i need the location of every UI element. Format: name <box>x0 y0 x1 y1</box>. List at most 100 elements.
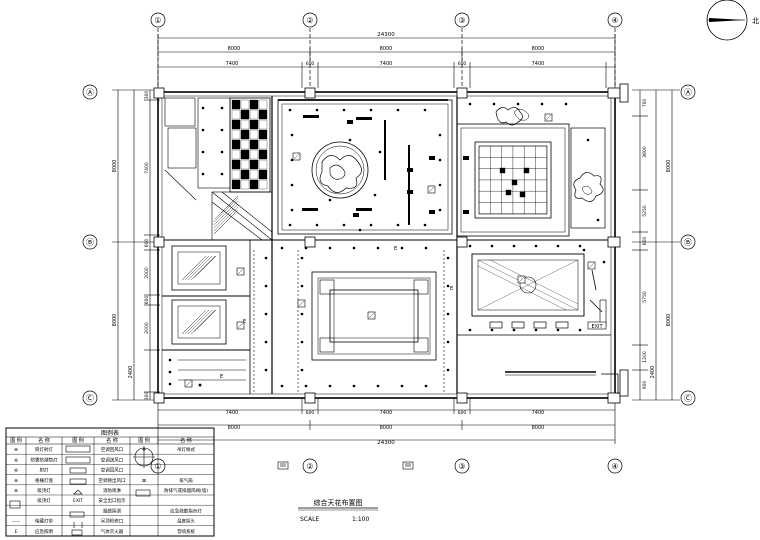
downlight <box>438 158 442 162</box>
downlight <box>328 246 332 250</box>
downlight <box>424 384 428 388</box>
hatch-line <box>181 309 207 335</box>
legend-cell: 空调回风口 <box>101 446 124 453</box>
dim-left-sub-4: 2000 <box>144 267 150 279</box>
downlight <box>328 198 332 202</box>
hatch-line <box>235 195 239 199</box>
axis-bubble-bottom-2 <box>302 458 318 474</box>
dim-bottom-sub-5: 7400 <box>532 410 545 416</box>
spot-light <box>407 190 413 194</box>
left-dimension-chains <box>112 89 160 401</box>
legend-cell: 筒灯射灯 <box>35 446 53 453</box>
legend-cell: 射灯 <box>40 467 49 474</box>
dim-left-sub-6: 2000 <box>144 322 150 334</box>
downlight <box>168 358 172 362</box>
dim-right-sub-7: 900 <box>642 381 648 390</box>
downlight <box>396 108 400 112</box>
hatch-line <box>213 206 239 232</box>
downlight <box>534 244 538 248</box>
downlight <box>201 128 205 132</box>
ceiling-tile <box>240 139 250 150</box>
dim-right-sub-1: 700 <box>642 99 648 108</box>
ceiling-tile <box>258 179 268 190</box>
central-lower-room-ceiling <box>311 271 437 361</box>
hatch-line <box>213 200 239 226</box>
exhaust-fan-mark <box>298 300 305 307</box>
downlight <box>315 223 319 227</box>
axis-bubble-right-a <box>680 84 696 100</box>
ceiling-tile <box>231 119 241 130</box>
linear-lights-hall <box>302 115 410 225</box>
legend-cell: 气体灭火器 <box>101 528 124 535</box>
axis-bubble-right-c <box>680 390 696 406</box>
ceiling-tile <box>231 129 241 140</box>
bottom-dimension-texts: 7400 600 7400 600 7400 8000 8000 8000 24… <box>226 410 545 446</box>
section-marks <box>277 461 414 470</box>
axis-label-right-b: Ⓑ <box>684 238 692 247</box>
downlight <box>468 328 472 332</box>
ceiling-tile <box>231 99 241 110</box>
hatch-line <box>190 255 216 281</box>
hatch-line <box>187 255 213 281</box>
ceiling-tile <box>258 129 268 140</box>
downlight <box>564 102 568 106</box>
axis-label-top-1: ① <box>154 16 161 25</box>
building-walls <box>157 91 616 399</box>
exit-sign: EXIT <box>587 321 607 330</box>
downlight <box>490 244 494 248</box>
downlight <box>348 138 352 142</box>
legend-cell: 暗藏灯带 <box>35 518 53 525</box>
downlight <box>490 328 494 332</box>
service-area-upper-left <box>164 97 273 241</box>
axis-bubble-left-c <box>82 390 98 406</box>
scale-label: SCALE <box>300 516 319 523</box>
downlight <box>288 223 292 227</box>
ceiling-tile <box>240 179 250 190</box>
downlight <box>352 384 356 388</box>
downlight <box>400 384 404 388</box>
downlight <box>264 256 268 260</box>
hatch-line <box>213 209 239 235</box>
dim-bottom-sub-2: 600 <box>306 410 315 416</box>
dim-bottom-sub-4: 600 <box>458 410 467 416</box>
scale-value: 1:100 <box>352 516 369 523</box>
downlight <box>342 223 346 227</box>
downlight <box>373 193 377 197</box>
legend-cell: 空调侧出风口 <box>99 477 126 484</box>
ceiling-tile <box>249 129 259 140</box>
legend-cell: 排气扇 <box>179 477 193 484</box>
legend-cell: 吸顶灯 <box>37 487 51 494</box>
downlight <box>168 370 172 374</box>
downlight <box>582 248 586 252</box>
downlight <box>288 108 292 112</box>
legend-row-lines <box>6 454 214 536</box>
legend-cell: 应急照明 <box>35 528 53 535</box>
axis-label-left-c: Ⓒ <box>86 394 94 403</box>
legend-cell: 吸顶灯 <box>37 497 51 504</box>
downlight <box>201 106 205 110</box>
downlight <box>358 228 362 232</box>
hatch-line <box>184 309 210 335</box>
downlight <box>315 108 319 112</box>
dim-right-seg-1: 8000 <box>666 160 672 173</box>
legend-cell: 消防喷淋 <box>103 487 121 494</box>
ceiling-tile <box>231 109 241 120</box>
ceiling-tile <box>249 149 259 160</box>
right-dimension-chains <box>632 89 680 401</box>
downlight <box>304 246 308 250</box>
ceiling-tile <box>249 119 259 130</box>
exit-sign-label: EXIT <box>591 324 603 330</box>
axis-label-top-4: ④ <box>611 16 618 25</box>
legend-cell: 安全出口指示 <box>99 497 126 504</box>
downlight <box>424 246 428 250</box>
dim-left-seg-1: 8000 <box>112 160 118 173</box>
right-lower-room-ceiling <box>471 253 607 327</box>
downlight <box>168 382 172 386</box>
hatch-line <box>187 309 213 335</box>
downlight <box>578 328 582 332</box>
axis-label-bottom-3: ③ <box>458 462 465 471</box>
downlight <box>264 312 268 316</box>
downlight <box>198 383 202 387</box>
dim-right-sub-6: 1200 <box>642 351 648 363</box>
downlight <box>512 328 516 332</box>
